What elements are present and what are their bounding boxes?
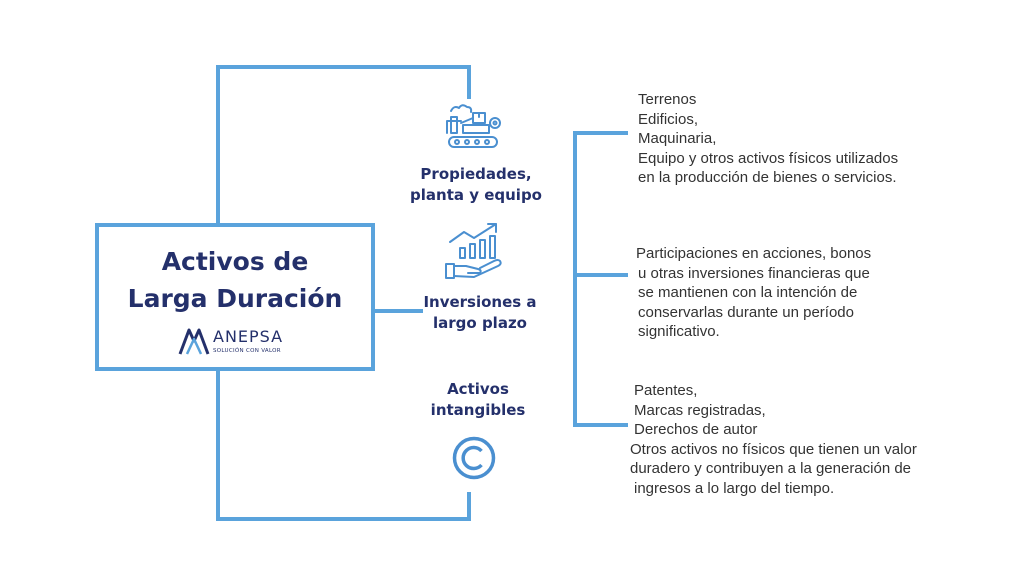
description-line: u otras inversiones financieras que: [638, 264, 870, 282]
category-label-investments: Inversiones a largo plazo: [400, 292, 560, 334]
description-line: Terrenos: [638, 91, 697, 108]
category-label-investments-line1: Inversiones a: [423, 293, 537, 311]
brand-name: ANEPSA: [213, 327, 284, 346]
description-line: conservarlas durante un período: [638, 303, 854, 321]
bracket-bottom-horizontal: [216, 517, 471, 521]
description-line: Edificios,: [638, 110, 699, 128]
bracket-top-vertical-left: [216, 65, 220, 225]
description-line: Derechos de autor: [634, 421, 758, 438]
category-label-properties-line2: planta y equipo: [410, 186, 542, 204]
category-label-properties: Propiedades, planta y equipo: [396, 164, 556, 206]
description-line: significativo.: [638, 323, 720, 340]
anepsa-mark-icon: [178, 328, 210, 355]
description-line: Equipo y otros activos físicos utilizado…: [638, 149, 899, 167]
description-line: Maquinaria,: [638, 130, 717, 147]
category-label-properties-line1: Propiedades,: [420, 165, 532, 183]
right-bracket-top: [573, 131, 628, 135]
right-bracket-vertical: [573, 131, 577, 427]
bracket-top-vertical-right: [467, 65, 471, 99]
description-line: Participaciones en acciones, bonos: [636, 245, 872, 262]
bracket-top-horizontal: [216, 65, 471, 69]
brand-tagline: SOLUCIÓN CON VALOR: [213, 348, 281, 354]
category-label-investments-line2: largo plazo: [433, 314, 527, 332]
right-bracket-bottom: [573, 423, 628, 427]
anepsa-logo: ANEPSA SOLUCIÓN CON VALOR: [178, 327, 309, 357]
category-label-intangibles-line2: intangibles: [430, 401, 526, 419]
connector-main-to-investments: [373, 309, 423, 313]
main-title-line1: Activos de: [161, 247, 309, 276]
description-properties: Terrenos Edificios, Maquinaria, Equipo y…: [638, 90, 898, 188]
description-investments: Participaciones en acciones, bonos u otr…: [636, 244, 871, 342]
description-intangibles: Patentes, Marcas registradas, Derechos d…: [630, 381, 917, 498]
growth-chart-hand-icon: [445, 223, 502, 279]
main-title-line2: Larga Duración: [127, 284, 343, 313]
description-line: Otros activos no físicos que tienen un v…: [630, 440, 917, 458]
main-title-box: Activos de Larga Duración ANEPSA SOLUCIÓ…: [95, 223, 375, 371]
bracket-bottom-vertical-left: [216, 369, 220, 521]
description-line: Patentes,: [634, 382, 698, 399]
factory-conveyor-icon: [446, 104, 501, 148]
category-label-intangibles-line1: Activos: [447, 380, 509, 398]
description-line: ingresos a lo largo del tiempo.: [634, 479, 835, 497]
category-label-intangibles: Activos intangibles: [398, 379, 558, 421]
copyright-icon: [452, 436, 496, 480]
description-line: se mantienen con la intención de: [638, 284, 858, 301]
description-line: duradero y contribuyen a la generación d…: [630, 460, 912, 477]
bracket-bottom-vertical-right: [467, 492, 471, 521]
description-line: en la producción de bienes o servicios.: [638, 169, 897, 186]
description-line: Marcas registradas,: [634, 401, 766, 419]
right-bracket-middle: [573, 273, 628, 277]
